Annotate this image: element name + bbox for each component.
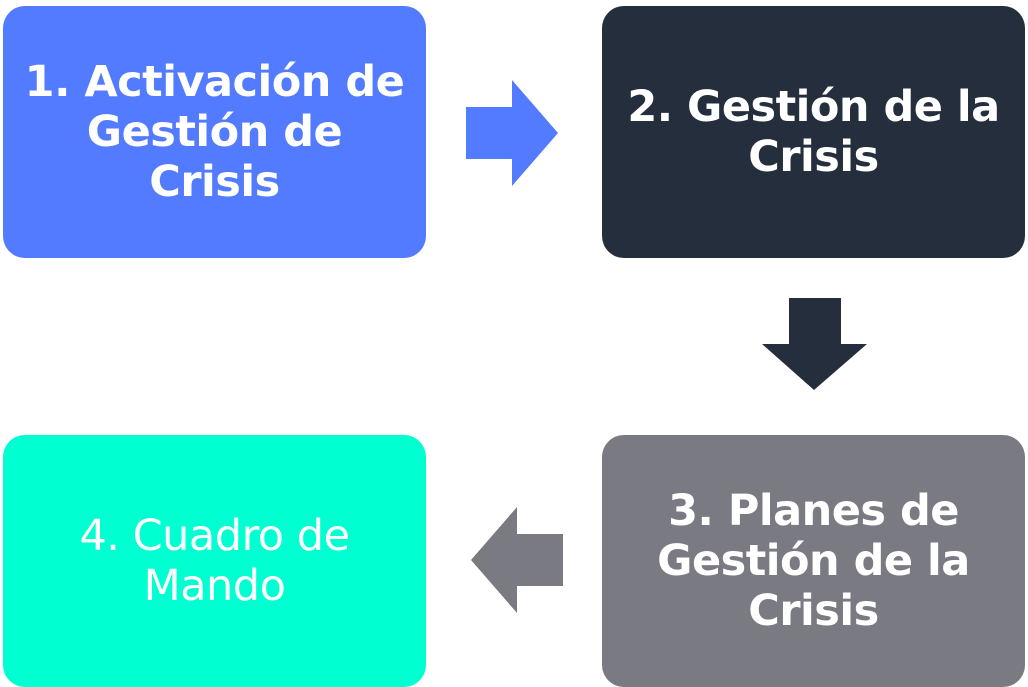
step-3-label: 3. Planes de Gestión de la Crisis <box>657 486 970 636</box>
step-4-box: 4. Cuadro de Mando <box>3 435 426 687</box>
step-2-label: 2. Gestión de la Crisis <box>627 82 1000 182</box>
arrow-down-icon <box>762 298 867 390</box>
step-1-box: 1. Activación de Gestión de Crisis <box>3 6 426 258</box>
step-3-box: 3. Planes de Gestión de la Crisis <box>602 435 1025 687</box>
step-1-label: 1. Activación de Gestión de Crisis <box>24 57 405 207</box>
arrow-left-shape <box>471 507 563 613</box>
arrow-down-shape <box>762 298 867 390</box>
arrow-right-icon <box>466 80 558 186</box>
arrow-left-icon <box>471 507 563 613</box>
step-4-label: 4. Cuadro de Mando <box>79 511 350 611</box>
arrow-right-shape <box>466 80 558 186</box>
step-2-box: 2. Gestión de la Crisis <box>602 6 1025 258</box>
